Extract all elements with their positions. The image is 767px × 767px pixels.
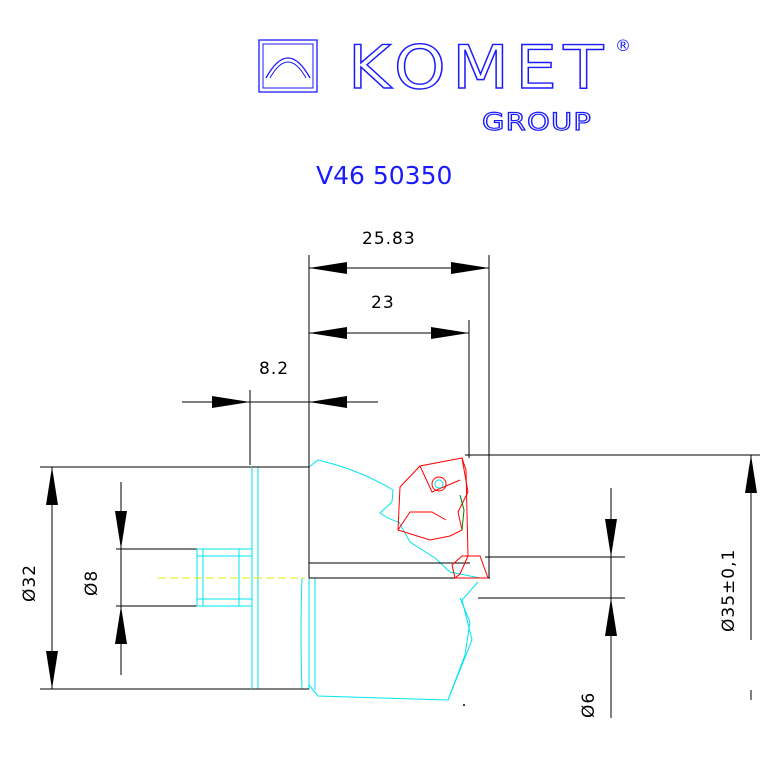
dim-pilot-diameter-label: Ø6 [579, 692, 599, 718]
dim-shank-offset: 8.2 [182, 359, 378, 465]
tool-outline [252, 460, 490, 690]
dim-cutting-diameter-label: Ø35±0,1 [719, 549, 739, 632]
tool-body [196, 459, 481, 701]
logo-group-text: GROUP [482, 108, 592, 136]
dim-bore-diameter: Ø8 [82, 482, 198, 675]
dim-shank-diameter-label: Ø32 [20, 564, 40, 602]
logo-wordmark: KOMET [348, 33, 610, 103]
dim-shank-diameter: Ø32 [20, 466, 252, 690]
logo-emblem [258, 39, 318, 93]
dim-insert-length: 23 [309, 293, 470, 458]
dim-overall-length-label: 25.83 [362, 229, 416, 249]
dim-bore-diameter-label: Ø8 [82, 570, 102, 596]
dim-insert-length-label: 23 [371, 293, 395, 313]
dim-pilot-diameter: Ø6 [478, 488, 625, 718]
dim-overall-length: 25.83 [308, 229, 490, 578]
cutting-insert [397, 457, 489, 579]
komet-logo: KOMET ® GROUP [258, 32, 631, 137]
part-code: V46 50350 [316, 161, 452, 190]
dim-cutting-diameter: Ø35±0,1 [465, 454, 760, 700]
point-marker [463, 704, 465, 706]
dim-shank-offset-label: 8.2 [259, 359, 289, 379]
registered-mark: ® [615, 36, 631, 55]
